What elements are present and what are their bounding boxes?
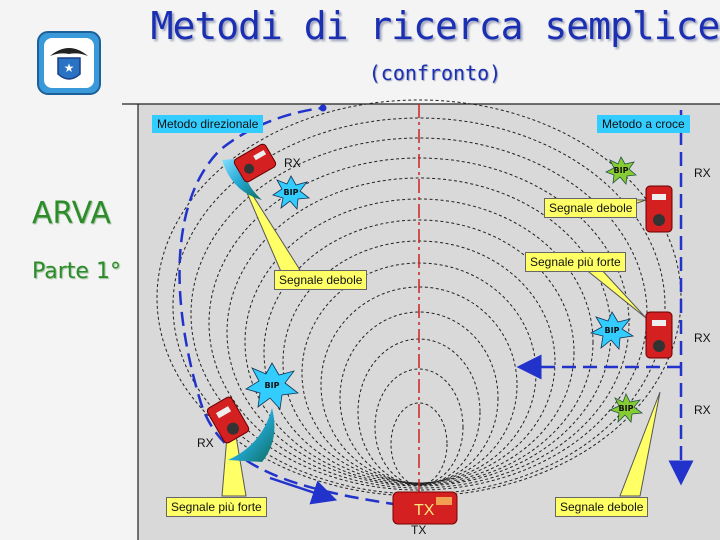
bip-right-1: BIP	[605, 156, 637, 185]
callout-right-weak-top: Segnale debole	[544, 198, 638, 218]
callout-left-strong: Segnale più forte	[166, 497, 267, 517]
tx-under-label: TX	[411, 523, 427, 537]
transmitter	[392, 491, 458, 525]
bip-right-3: BIP	[608, 393, 644, 424]
receiver-right-bottom	[645, 311, 673, 359]
svg-text:BIP: BIP	[284, 188, 299, 197]
svg-text:BIP: BIP	[265, 381, 280, 390]
svg-text:★: ★	[64, 61, 75, 75]
method-label-directional: Metodo direzionale	[152, 115, 264, 133]
side-subtitle: Parte 1°	[32, 259, 121, 284]
directional-arrow	[269, 476, 338, 505]
rx-label-left-bottom: RX	[197, 436, 214, 450]
bip-right-2: BIP	[589, 311, 635, 350]
directional-path-start	[319, 104, 327, 112]
method-label-cross: Metodo a croce	[597, 115, 690, 133]
svg-text:BIP: BIP	[605, 326, 620, 335]
rx-label-right-2: RX	[694, 331, 711, 345]
callout-left-weak: Segnale debole	[274, 270, 368, 290]
signal-fan-left-bottom	[228, 408, 275, 462]
callout-pointer-right-weak-bottom	[619, 391, 661, 497]
bip-left-top: BIP	[272, 175, 311, 210]
callout-right-strong: Segnale più forte	[525, 252, 626, 272]
page-subtitle: (confronto)	[368, 61, 502, 85]
bip-left-bottom: BIP	[245, 362, 300, 410]
callout-right-weak-bottom: Segnale debole	[555, 497, 649, 517]
tx-label: TX	[414, 502, 435, 519]
signal-fan-left-top	[222, 158, 262, 200]
svg-text:BIP: BIP	[619, 404, 634, 413]
cai-logo-icon: ★	[37, 31, 101, 95]
rx-label-right-3: RX	[694, 403, 711, 417]
receiver-right-top	[645, 185, 673, 233]
side-title: ARVA	[32, 196, 111, 231]
rx-label-left-top: RX	[284, 156, 301, 170]
page-title: Metodi di ricerca semplice	[150, 4, 720, 48]
receiver-left-top	[222, 143, 277, 200]
svg-text:BIP: BIP	[614, 166, 629, 175]
receiver-left-bottom	[206, 396, 275, 462]
rx-label-right-1: RX	[694, 166, 711, 180]
